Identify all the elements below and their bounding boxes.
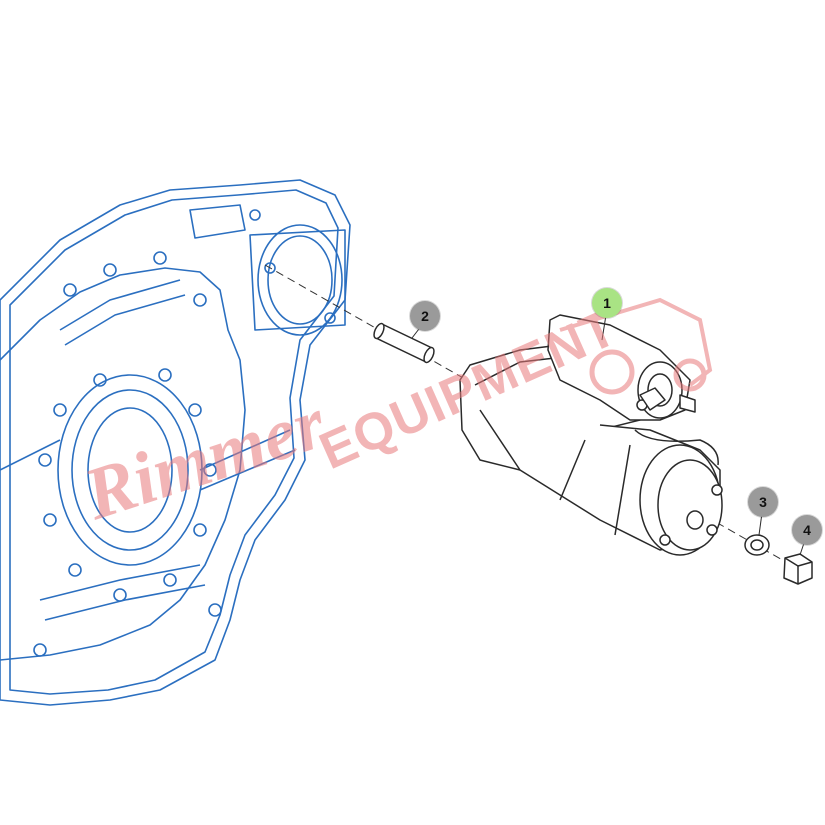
callout-3: 3 (748, 487, 778, 517)
washer (744, 534, 770, 556)
flywheel-housing (0, 179, 351, 706)
svg-text:Rimmer: Rimmer (74, 382, 336, 537)
nut (783, 553, 813, 585)
callout-4: 4 (792, 515, 822, 545)
dowel-pin (373, 322, 435, 364)
callout-2: 2 (410, 301, 440, 331)
starter-motor (459, 314, 723, 556)
callout-1: 1 (592, 288, 622, 318)
